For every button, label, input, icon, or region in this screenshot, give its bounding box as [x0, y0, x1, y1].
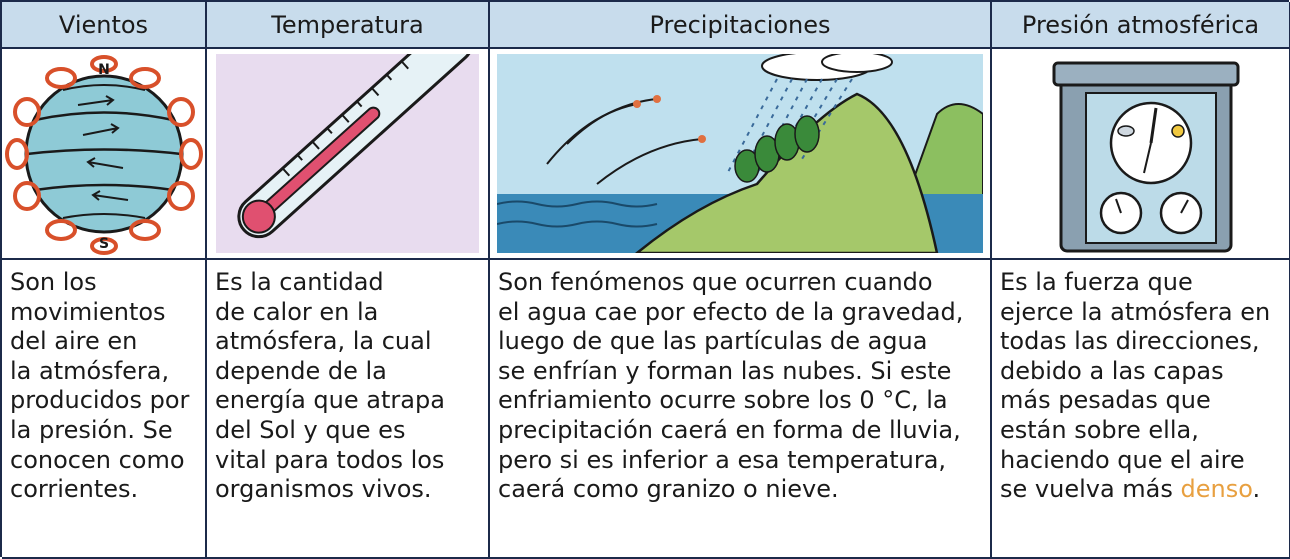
- globe-winds-icon: N S: [5, 55, 203, 255]
- header-presion: Presión atmosférica: [992, 2, 1290, 49]
- rain-mountain-icon: [497, 54, 983, 253]
- description-precipitaciones: Son fenómenos que ocurren cuando el agua…: [490, 260, 992, 559]
- highlight-denso: denso: [1180, 475, 1253, 504]
- globe-south-label: S: [99, 236, 109, 252]
- description-presion: Es la fuerza que ejerce la atmósfera en …: [992, 260, 1290, 559]
- barometer-icon: [1052, 61, 1239, 253]
- description-presion-suffix: .: [1252, 475, 1261, 504]
- header-precipitaciones: Precipitaciones: [490, 2, 992, 49]
- description-temperatura: Es la cantidad de calor en la atmósfera,…: [207, 260, 490, 559]
- description-vientos: Son los movimientos del aire en la atmós…: [2, 260, 207, 559]
- globe-north-label: N: [98, 62, 110, 78]
- thermometer-illustration: [207, 49, 490, 260]
- globe-winds-illustration: N S: [2, 49, 207, 260]
- header-vientos: Vientos: [2, 2, 207, 49]
- header-temperatura: Temperatura: [207, 2, 490, 49]
- thermometer-icon: [216, 54, 479, 253]
- description-presion-text: Es la fuerza que ejerce la atmósfera en …: [1000, 268, 1271, 504]
- precipitation-illustration: [490, 49, 992, 260]
- barometer-illustration: [992, 49, 1290, 260]
